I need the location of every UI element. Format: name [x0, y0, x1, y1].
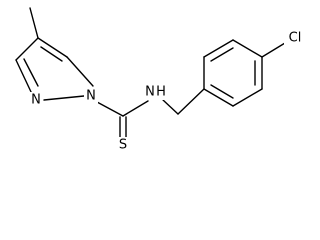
bond-ar4-cl [261, 42, 286, 58]
bond-c4-c5-inner [40, 46, 63, 62]
thioamide-group [96, 88, 205, 139]
atom-label-n-pyrazole-2: N [31, 93, 41, 108]
bond-ar2-ar3 [203, 39, 234, 58]
bond-c-nh [122, 100, 149, 117]
bond-nh-ch2 [162, 99, 179, 115]
bond-c4-methyl [29, 7, 39, 39]
bond-c3-c4 [15, 37, 39, 61]
bond-n2-c3-inner [23, 58, 39, 87]
bond-ch2-aryl [177, 88, 205, 115]
bond-c5-n1 [66, 56, 94, 87]
molecule-structure: N N N H S Cl [15, 7, 306, 153]
bond-ar6-ar1-inner [210, 84, 234, 99]
bond-c4-c5 [37, 37, 68, 58]
bond-ar3-ar4 [232, 39, 263, 58]
benzene-ring [203, 39, 263, 107]
bond-ar2-ar3-inner [210, 47, 234, 62]
bond-n2-c3 [15, 59, 33, 95]
bond-n1-n2 [43, 95, 85, 101]
atom-label-nh-n: N [145, 85, 155, 100]
atom-label-s: S [119, 138, 127, 153]
bond-ar5-ar6 [232, 88, 263, 107]
bond-n1-c-thio [96, 101, 124, 117]
atom-label-nh-h: H [156, 85, 166, 100]
atom-label-n-pyrazole-1: N [86, 89, 96, 104]
pyrazole-ring [15, 37, 94, 101]
atom-label-cl: Cl [289, 31, 302, 46]
atom-labels: N N N H S Cl [29, 30, 306, 153]
bond-ar6-ar1 [203, 88, 234, 107]
